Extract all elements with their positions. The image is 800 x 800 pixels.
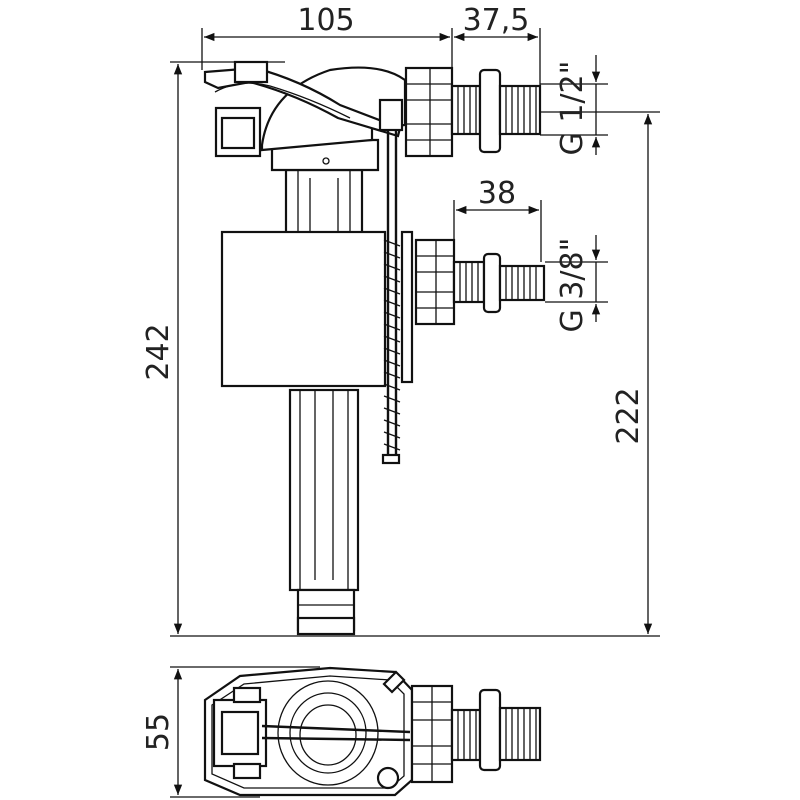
thread-lines-top	[457, 86, 537, 134]
dim-55: 55	[141, 713, 176, 751]
thread-lines-bottom	[457, 708, 537, 760]
fill-valve-side-view	[203, 60, 546, 636]
dim-38: 38	[478, 176, 516, 211]
dimension-labels: 105 37,5 38 242 222 55 G 1/2" G 3/8"	[141, 3, 646, 751]
dim-105: 105	[297, 3, 354, 38]
adjusting-spring	[383, 239, 401, 451]
thread-label-half-inch: G 1/2"	[555, 61, 590, 156]
fill-valve-top-view	[203, 666, 542, 797]
thread-label-three-eighths: G 3/8"	[555, 238, 590, 333]
dim-222: 222	[611, 387, 646, 444]
dim-242: 242	[141, 323, 176, 380]
thread-lines-mid	[459, 262, 537, 302]
dimension-lines	[170, 28, 660, 798]
dim-37-5: 37,5	[463, 3, 530, 38]
